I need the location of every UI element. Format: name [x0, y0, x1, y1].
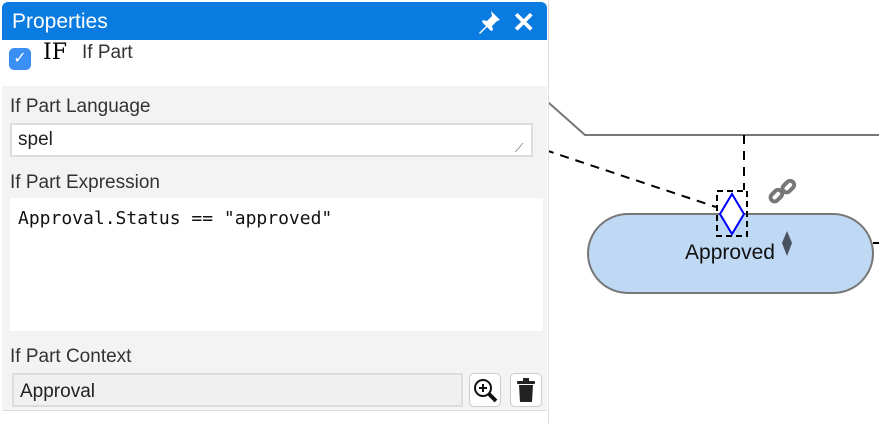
properties-panel: Properties ✕ ✓ IF If Part If Part Langua…	[0, 0, 549, 424]
if-part-checkbox[interactable]: ✓	[9, 48, 31, 70]
if-logo: IF	[43, 40, 67, 65]
panel-title: Properties	[12, 10, 108, 33]
context-input[interactable]: Approval	[12, 373, 463, 407]
resize-handle-icon[interactable]: ⟋	[515, 141, 524, 155]
link-icon[interactable]	[768, 178, 797, 204]
pin-icon[interactable]	[476, 9, 502, 40]
zoom-in-icon	[474, 379, 498, 403]
marker-diamond-icon	[782, 231, 792, 256]
if-part-label: If Part	[82, 42, 133, 63]
delete-context-button[interactable]	[510, 373, 542, 407]
panel-header: Properties ✕	[2, 2, 547, 40]
selection-box	[716, 190, 748, 237]
node-label: Approved	[685, 241, 775, 264]
close-icon[interactable]: ✕	[512, 7, 536, 38]
context-label: If Part Context	[10, 346, 132, 367]
trash-icon	[517, 378, 535, 402]
language-input[interactable]: spel	[10, 123, 533, 157]
connector-line[interactable]	[539, 94, 879, 136]
language-label: If Part Language	[10, 96, 151, 117]
dashed-connector	[544, 149, 717, 208]
expression-textarea[interactable]: Approval.Status == "approved"	[10, 198, 543, 331]
gateway-diamond-icon[interactable]	[718, 192, 746, 236]
expression-label: If Part Expression	[10, 172, 160, 193]
zoom-context-button[interactable]	[469, 373, 501, 407]
